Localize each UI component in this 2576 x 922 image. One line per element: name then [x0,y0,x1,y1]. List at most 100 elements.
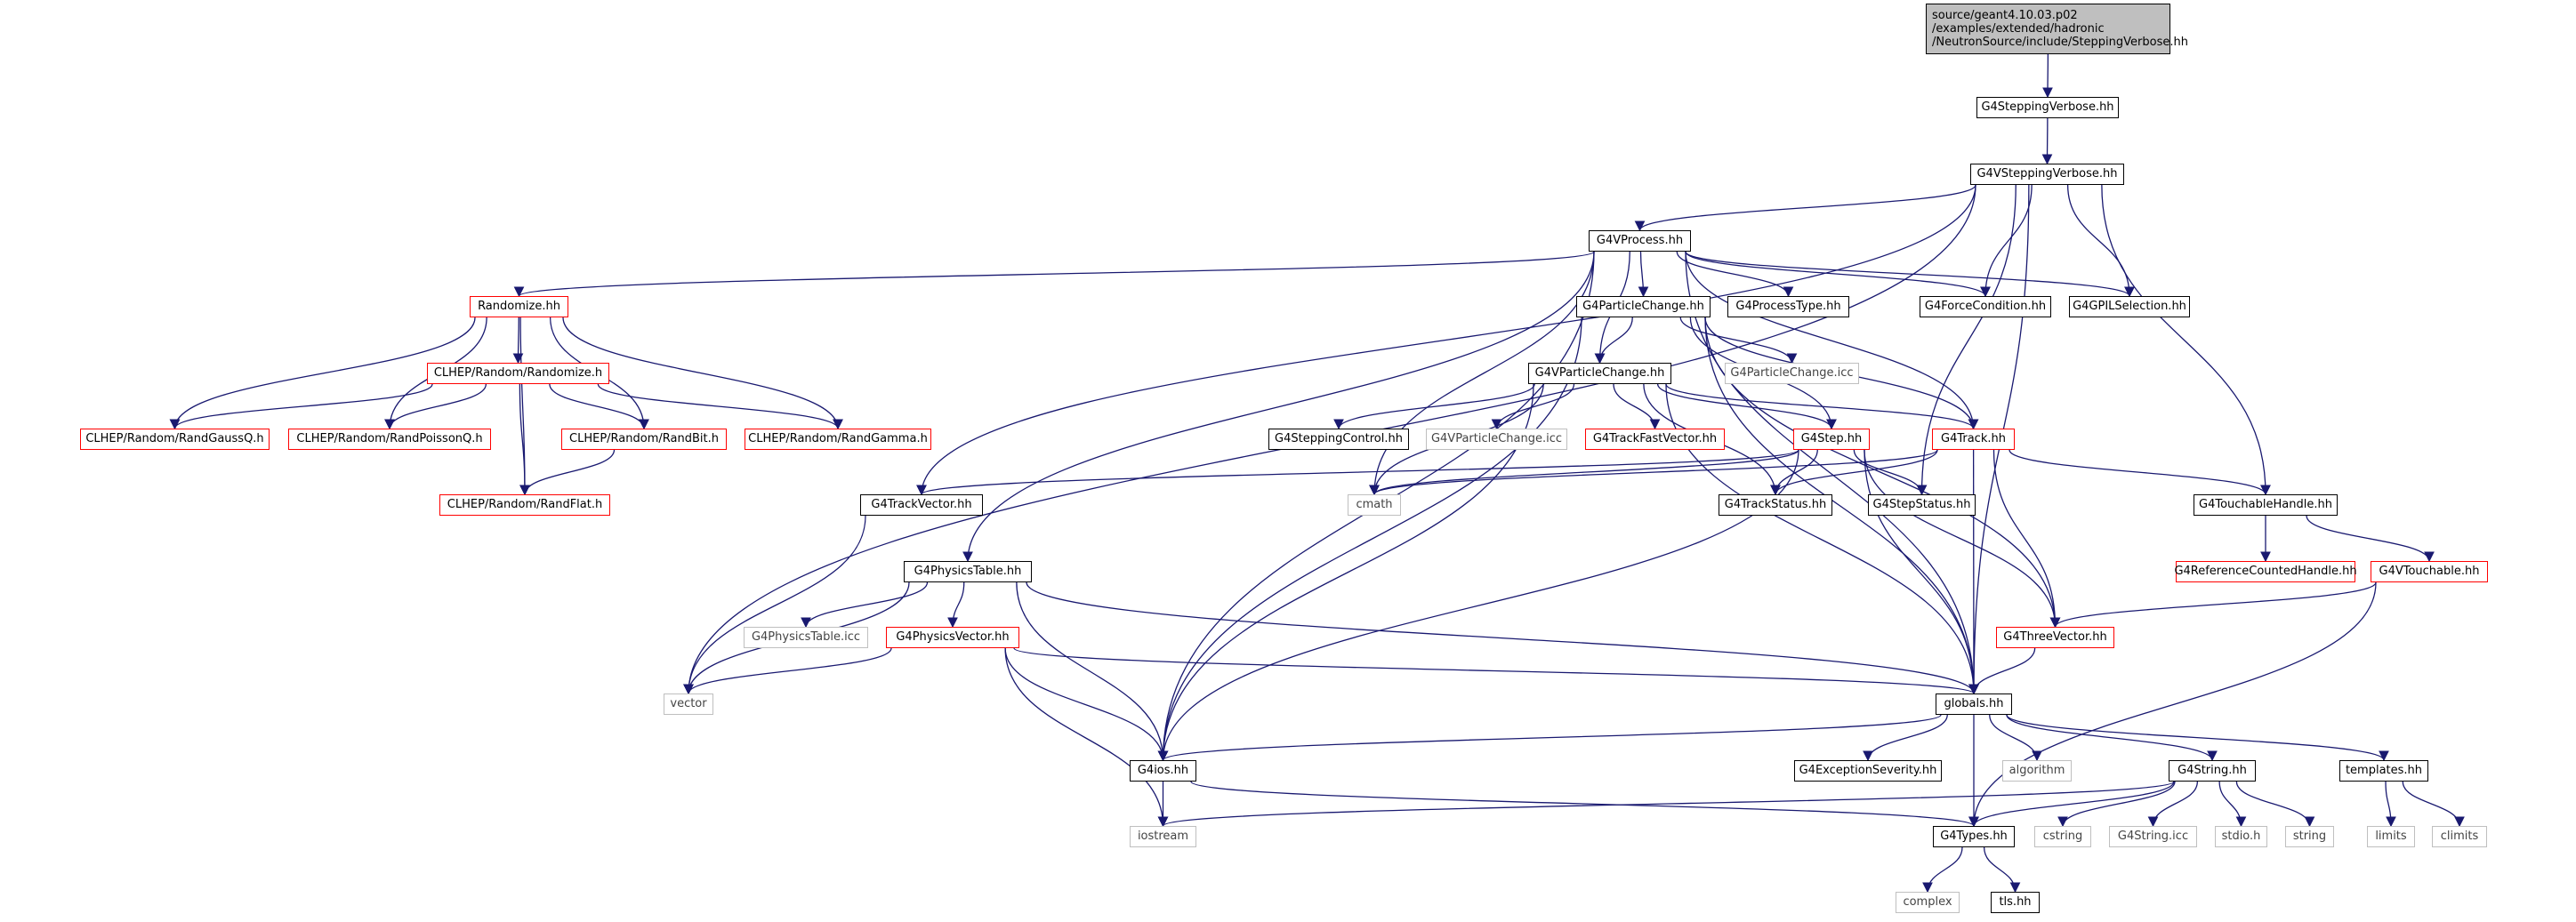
node-label: G4TouchableHandle.hh [2199,498,2332,511]
node-templates[interactable]: templates.hh [2339,760,2428,782]
node-label: Randomize.hh [478,300,560,313]
node-track[interactable]: G4Track.hh [1932,429,2015,450]
node-label: stdio.h [2221,830,2261,843]
node-touchable-handle[interactable]: G4TouchableHandle.hh [2194,494,2338,516]
node-particle-change-icc: G4ParticleChange.icc [1725,363,1859,384]
node-label: G4String.icc [2117,830,2189,843]
node-limits: limits [2367,826,2415,847]
node-track-status[interactable]: G4TrackStatus.hh [1719,494,1832,516]
edge-g4string-to-iostream [1158,781,2175,828]
node-rand-flat[interactable]: CLHEP/Random/RandFlat.h [439,494,610,516]
node-cstring: cstring [2034,826,2091,847]
edge-physics_vector-to-iostream [1004,647,1169,828]
node-stdio: stdio.h [2215,826,2267,847]
edge-physics_vector-to-globals [1013,647,1979,695]
edge-vtouchable-to-g4types [1968,581,2377,828]
node-label: CLHEP/Random/RandBit.h [569,432,719,445]
node-rand-gamma[interactable]: CLHEP/Random/RandGamma.h [745,429,931,450]
node-clhep-randomize[interactable]: CLHEP/Random/Randomize.h [427,363,609,384]
node-label: limits [2375,830,2407,843]
edge-templates-to-limits [2385,781,2396,828]
node-label: G4TrackFastVector.hh [1592,432,1718,445]
edge-g4types-to-tls [1983,846,2021,894]
edge-step-to-cmath [1369,449,1799,496]
node-vparticle-change[interactable]: G4VParticleChange.hh [1528,363,1671,384]
node-stepping-control[interactable]: G4SteppingControl.hh [1268,429,1409,450]
edge-vprocess-to-track [1685,251,1979,430]
edge-clhep_randomize-to-rand_gauss [169,383,433,430]
node-g4types[interactable]: G4Types.hh [1933,826,2015,847]
node-label: algorithm [2008,764,2065,777]
node-randomize[interactable]: Randomize.hh [470,296,568,317]
node-rand-poisson[interactable]: CLHEP/Random/RandPoissonQ.h [288,429,491,450]
node-label: CLHEP/Random/RandFlat.h [447,498,603,511]
edge-vstepping_verbose-to-vprocess [1634,184,1976,232]
node-three-vector[interactable]: G4ThreeVector.hh [1996,627,2114,648]
node-particle-change[interactable]: G4ParticleChange.hh [1576,296,1711,317]
edge-three_vector-to-globals [1968,647,2036,695]
node-label: globals.hh [1944,697,2004,710]
node-label: cstring [2042,830,2083,843]
node-vtouchable[interactable]: G4VTouchable.hh [2371,561,2488,582]
edge-particle_change-to-globals [1704,317,1979,695]
node-exception-severity[interactable]: G4ExceptionSeverity.hh [1794,760,1942,782]
edge-track-to-cmath [1369,449,1938,496]
node-label: G4Types.hh [1940,830,2008,843]
node-climits: climits [2432,826,2487,847]
node-label: G4ParticleChange.icc [1730,366,1854,380]
node-ref-counted-handle[interactable]: G4ReferenceCountedHandle.hh [2174,561,2357,582]
node-label: G4Step.hh [1800,432,1863,445]
node-track-vector[interactable]: G4TrackVector.hh [860,494,983,516]
edge-g4string-to-g4types [1968,781,2175,828]
edge-particle_change-to-g4ios [1157,317,1582,762]
node-globals[interactable]: globals.hh [1936,694,2012,715]
edge-track-to-touchable_handle [2008,449,2271,496]
edge-g4string-to-cstring [2057,781,2176,828]
node-label: G4PhysicsTable.hh [914,565,1022,578]
node-label: G4SteppingVerbose.hh [1981,100,2114,114]
edge-clhep_randomize-to-rand_poisson [384,383,487,430]
edge-templates-to-climits [2402,781,2465,828]
node-step[interactable]: G4Step.hh [1793,429,1870,450]
node-vprocess[interactable]: G4VProcess.hh [1589,230,1691,252]
node-label: CLHEP/Random/Randomize.h [433,366,603,380]
edge-vprocess-to-physics_table [962,251,1595,563]
edge-vprocess-to-process_type [1676,251,1794,298]
node-rand-gauss[interactable]: CLHEP/Random/RandGaussQ.h [80,429,270,450]
node-g4string[interactable]: G4String.hh [2169,760,2256,782]
node-rand-bit[interactable]: CLHEP/Random/RandBit.h [561,429,727,450]
node-label: G4VSteppingVerbose.hh [1976,167,2118,180]
edge-physics_table-to-physics_table_icc [801,581,929,629]
edge-step-to-three_vector [1864,449,2061,629]
node-step-status[interactable]: G4StepStatus.hh [1868,494,1976,516]
node-label: G4ReferenceCountedHandle.hh [2174,565,2357,578]
edge-vparticle_change-to-track_fast_vector [1613,383,1661,430]
node-vparticle-change-icc: G4VParticleChange.icc [1426,429,1567,450]
node-physics-table[interactable]: G4PhysicsTable.hh [904,561,1032,582]
edge-particle_change-to-three_vector [1704,317,2061,629]
node-algorithm: algorithm [2002,760,2072,782]
node-label: templates.hh [2345,764,2423,777]
node-complex: complex [1896,892,1960,913]
edge-g4string-to-string [2235,781,2315,828]
node-label: CLHEP/Random/RandPoissonQ.h [296,432,483,445]
node-vstepping-verbose[interactable]: G4VSteppingVerbose.hh [1970,164,2124,185]
edge-g4types-to-complex [1922,846,1963,894]
node-stepping-verbose[interactable]: G4SteppingVerbose.hh [1976,97,2119,118]
edge-vtouchable-to-three_vector [2049,581,2377,629]
node-label: CLHEP/Random/RandGaussQ.h [85,432,264,445]
node-label: G4SteppingControl.hh [1275,432,1403,445]
edge-vstepping_verbose-to-track_vector [916,184,1976,496]
edge-physics_table-to-physics_vector [947,581,965,629]
root-file-node: source/geant4.10.03.p02 /examples/extend… [1926,4,2188,54]
node-track-fast-vector[interactable]: G4TrackFastVector.hh [1585,429,1725,450]
node-gpil-selection[interactable]: G4GPILSelection.hh [2069,296,2190,317]
edge-vparticle_change-to-vparticle_change_icc [1491,383,1575,430]
node-process-type[interactable]: G4ProcessType.hh [1727,296,1849,317]
node-force-condition[interactable]: G4ForceCondition.hh [1920,296,2051,317]
edge-vstepping_verbose-to-step_status [1916,184,2017,496]
node-physics-vector[interactable]: G4PhysicsVector.hh [886,627,1019,648]
node-g4ios[interactable]: G4ios.hh [1130,760,1196,782]
node-tls[interactable]: tls.hh [1991,892,2040,913]
